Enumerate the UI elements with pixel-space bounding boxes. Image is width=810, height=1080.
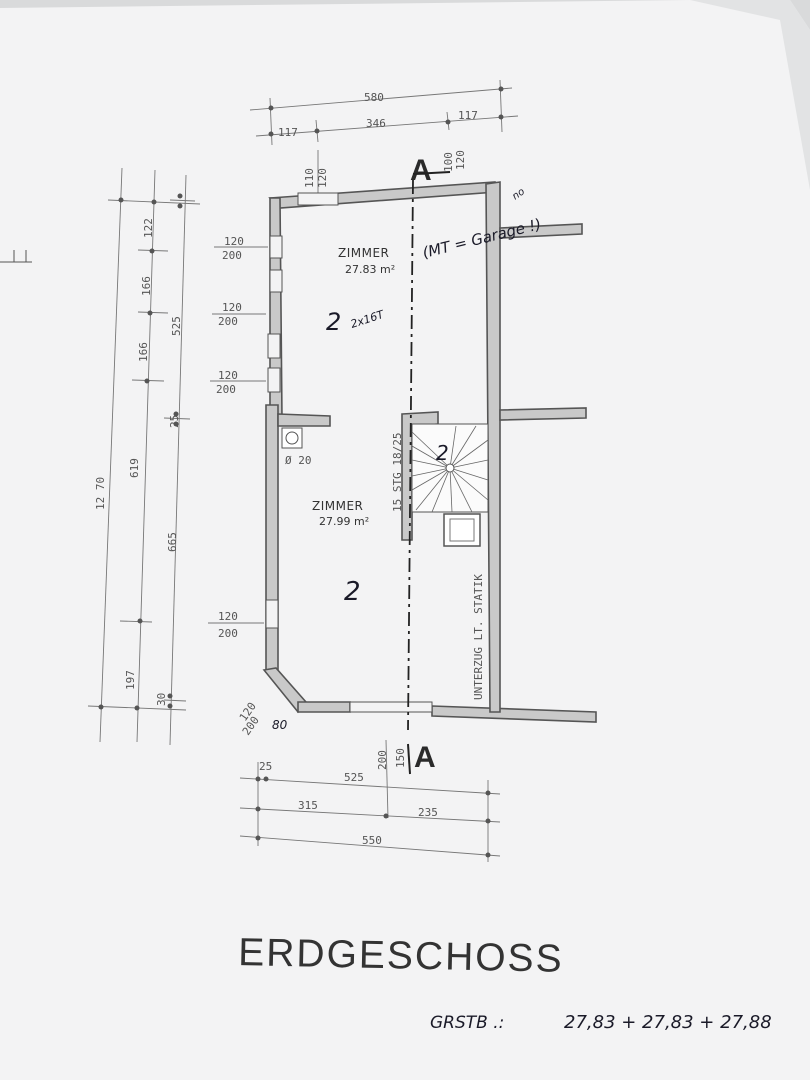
dim-bottom-c: 235 xyxy=(418,806,438,819)
window-1-height: 200 xyxy=(222,249,242,262)
handwritten-total-label: GRSTB .: xyxy=(430,1013,504,1033)
window-4-height: 200 xyxy=(218,627,238,640)
dim-bottom-small: 25 xyxy=(259,760,272,773)
stair-label: 15 STG 18/25 xyxy=(391,433,404,512)
dim-bottom-b: 315 xyxy=(298,799,318,812)
wall-bottom-right xyxy=(431,705,597,723)
handwritten-count-upper: 2 xyxy=(326,308,341,336)
dim-left-g: 30 xyxy=(155,693,168,706)
dim-left-d: 525 xyxy=(170,316,183,336)
dims-left-mid: 122 166 166 525 25 665 30 xyxy=(131,193,196,709)
dim-top-overall: 580 xyxy=(364,91,384,104)
dim-left-upper: 619 xyxy=(128,458,141,478)
section-marker-top: A xyxy=(410,154,432,187)
handwritten-count-stair: 2 xyxy=(436,441,449,465)
plan-title: ERDGESCHOSS xyxy=(238,931,564,981)
dims-bottom: 25 525 315 235 550 200 150 xyxy=(239,739,501,862)
staircase: 15 STG 18/25 xyxy=(391,423,489,547)
room-upper-area: 27.83 m² xyxy=(345,263,395,276)
section-marker-bottom: A xyxy=(414,741,436,774)
dim-bottom-total: 550 xyxy=(362,834,382,847)
window-1-width: 120 xyxy=(224,235,244,248)
room-lower: ZIMMER 27.99 m² xyxy=(312,499,369,528)
dim-left-lower: 197 xyxy=(124,670,137,690)
window-2-height: 200 xyxy=(218,315,238,328)
dim-left-a: 122 xyxy=(142,218,155,238)
dim-left-c: 166 xyxy=(137,342,150,362)
section-line: A A xyxy=(407,154,451,775)
handwritten-corner-note: 80 xyxy=(272,718,288,732)
edge-mark xyxy=(0,250,32,263)
window-4-width: 120 xyxy=(218,610,238,623)
wall-right xyxy=(485,181,501,713)
chimney: Ø 20 xyxy=(281,427,312,467)
dim-left-f: 665 xyxy=(166,532,179,552)
wall-neighbor-mid xyxy=(499,407,587,421)
wall-bottom-left xyxy=(297,701,351,713)
dims-left-outer: 12 70 619 197 xyxy=(87,167,201,746)
handwritten-count-lower: 2 xyxy=(344,577,361,607)
window-3-width: 120 xyxy=(218,369,238,382)
dim-left-b: 166 xyxy=(140,276,153,296)
wall-divider xyxy=(277,413,331,427)
beam-label: UNTERZUG LT. STATIK xyxy=(472,574,485,700)
windows xyxy=(265,192,433,713)
dim-top-mid: 346 xyxy=(366,117,386,130)
dim-top-h2: 120 xyxy=(316,168,329,188)
room-upper-name: ZIMMER xyxy=(338,246,389,260)
dim-left-total: 12 70 xyxy=(94,477,107,510)
window-3-height: 200 xyxy=(216,383,236,396)
room-lower-area: 27.99 m² xyxy=(319,515,369,528)
dim-top-right: 117 xyxy=(458,109,478,122)
window-dims: 120 200 120 200 120 200 120 200 120 200 … xyxy=(208,235,288,738)
dim-bottom-a: 525 xyxy=(344,771,364,784)
dim-top-h4: 120 xyxy=(454,150,467,170)
dim-top-h1: 110 xyxy=(303,168,316,188)
room-lower-name: ZIMMER xyxy=(312,499,363,513)
wall-left-lower xyxy=(265,404,279,673)
handwritten-total-values: 27,83 + 27,83 + 27,88 xyxy=(564,1012,772,1033)
wall-neighbor-upper xyxy=(499,223,583,239)
dim-top-h3: 100 xyxy=(442,152,455,172)
dim-bottom-v2: 150 xyxy=(394,748,407,768)
chimney-label: Ø 20 xyxy=(285,454,312,467)
dims-top: 580 117 346 117 110 120 100 120 xyxy=(249,79,519,200)
dim-left-e: 25 xyxy=(168,415,181,428)
room-upper: ZIMMER 27.83 m² xyxy=(338,246,395,276)
dim-top-left: 117 xyxy=(278,126,298,139)
window-2-width: 120 xyxy=(222,301,242,314)
dim-bottom-v1: 200 xyxy=(376,750,389,770)
